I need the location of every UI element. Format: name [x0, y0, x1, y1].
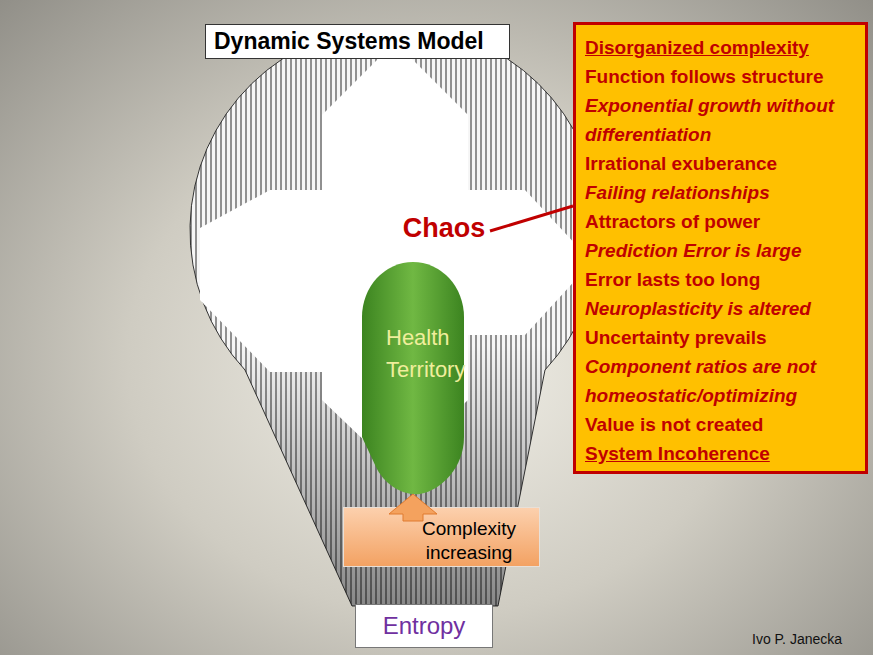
callout-item: Exponential growth without differentiati…: [585, 91, 835, 149]
callout-item: Irrational exuberance: [585, 149, 865, 178]
hatched-bulb: [190, 25, 600, 606]
callout-item: Error lasts too long: [585, 265, 865, 294]
callout-item: Prediction Error is large: [585, 236, 865, 265]
author-label: Ivo P. Janecka: [752, 631, 842, 647]
bulb-shading: [190, 25, 600, 606]
diagram-title: Dynamic Systems Model: [206, 25, 509, 58]
leader-line: [490, 206, 573, 231]
callout-box: Disorganized complexityFunction follows …: [573, 22, 868, 474]
complexity-box: Complexity increasing: [343, 507, 540, 567]
callout-heading: Disorganized complexity: [585, 33, 865, 62]
health-cylinder: Health Territory: [362, 262, 464, 498]
entropy-box: Entropy: [355, 604, 493, 648]
chaos-label-box: Chaos: [398, 210, 490, 246]
health-label: Health Territory: [386, 322, 490, 386]
callout-item: Value is not created: [585, 410, 865, 439]
complexity-label: Complexity increasing: [404, 517, 534, 565]
title-box: Dynamic Systems Model: [205, 24, 510, 59]
callout-item: Neuroplasticity is altered: [585, 294, 865, 323]
leader-stroke: [490, 206, 573, 231]
callout-item: Uncertainty prevails: [585, 323, 865, 352]
chaos-label: Chaos: [398, 210, 490, 246]
callout-item: System Incoherence: [585, 439, 865, 468]
callout-item: Failing relationships: [585, 178, 865, 207]
callout-item: Function follows structure: [585, 62, 865, 91]
callout-item: Component ratios are not homeostatic/opt…: [585, 352, 867, 410]
callout-item: Attractors of power: [585, 207, 865, 236]
entropy-label: Entropy: [356, 605, 492, 647]
block-arrow: [389, 494, 437, 521]
